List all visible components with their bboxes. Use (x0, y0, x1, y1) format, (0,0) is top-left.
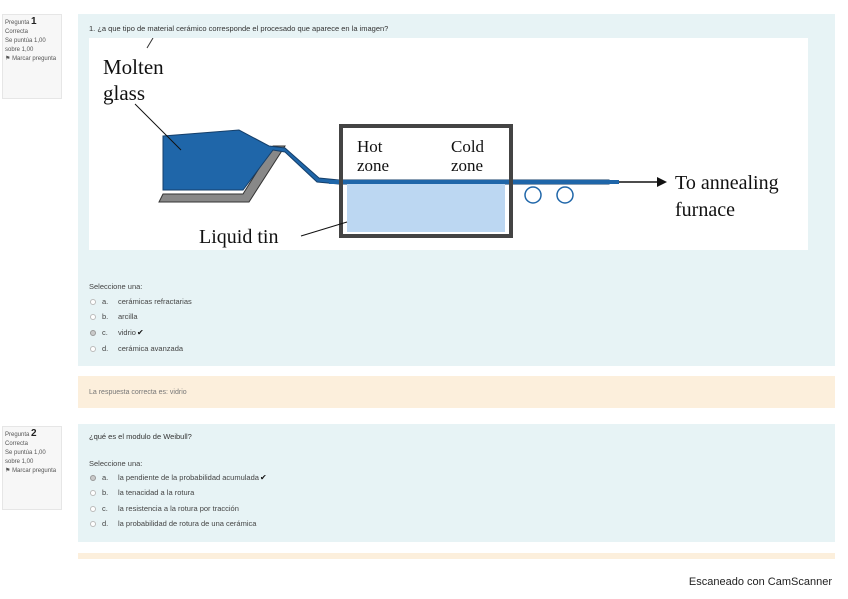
question-2-prompt: Seleccione una: (89, 459, 143, 468)
question-2-text: ¿qué es el modulo de Weibull? (89, 432, 192, 441)
pointer-tin (300, 221, 348, 237)
label-molten: Molten (103, 55, 164, 79)
annealing-arrow-head (657, 177, 667, 187)
option-letter: c. (102, 504, 108, 513)
question-2-feedback (78, 553, 835, 559)
label-cold-zone: zone (451, 156, 483, 175)
option-letter: b. (102, 488, 109, 497)
question-score: Se puntúa 1,00 (5, 38, 46, 44)
question-status: Correcta (5, 29, 29, 35)
label-liquid-tin: Liquid tin (199, 226, 278, 248)
option-text: arcilla (118, 312, 138, 321)
q2-option-d[interactable]: d. la probabilidad de rotura de una cerám… (90, 518, 256, 530)
question-score-max: sobre 1,00 (5, 459, 34, 465)
question-label: Pregunta (5, 20, 30, 26)
question-2-panel (78, 424, 835, 542)
label-cold: Cold (451, 137, 485, 156)
question-number: Pregunta 1 (5, 16, 59, 27)
glass-ribbon (329, 180, 619, 184)
radio-button[interactable] (90, 299, 96, 306)
question-1-info: Pregunta 1 Correcta Se puntúa 1,00 sobre… (2, 14, 62, 99)
roller-1 (524, 186, 542, 204)
option-letter: d. (102, 519, 109, 528)
option-letter: a. (102, 473, 109, 482)
float-glass-diagram: Molten glass Hot zone Cold zone To annea… (103, 37, 779, 248)
roller-2 (556, 186, 574, 204)
question-number-value: 2 (31, 428, 37, 439)
radio-button[interactable] (90, 314, 96, 321)
radio-button[interactable] (90, 506, 96, 513)
label-hot-zone: zone (357, 156, 389, 175)
scanner-watermark: Escaneado con CamScanner (688, 576, 832, 588)
option-text: la pendiente de la probabilidad acumulad… (118, 473, 259, 482)
pointer-top (146, 37, 154, 49)
radio-button[interactable] (90, 490, 96, 497)
float-bath-frame (339, 124, 513, 238)
label-furnace: furnace (675, 199, 735, 221)
radio-button-selected[interactable] (90, 475, 96, 482)
radio-button[interactable] (90, 346, 96, 353)
label-glass: glass (103, 81, 145, 105)
option-text: cerámica avanzada (118, 344, 184, 353)
option-text: vidrio (118, 328, 136, 337)
label-hot: Hot (357, 137, 383, 156)
flag-label: Marcar pregunta (12, 468, 57, 474)
question-1-figure: Molten glass Hot zone Cold zone To annea… (89, 37, 808, 250)
q2-option-c[interactable]: c. la resistencia a la rotura por tracció… (90, 503, 239, 515)
q1-option-c[interactable]: c. vidrio✔ (90, 327, 144, 339)
q1-option-d[interactable]: d. cerámica avanzada (90, 343, 183, 355)
question-label: Pregunta (5, 432, 30, 438)
liquid-tin-bath (347, 184, 505, 232)
question-1-feedback: La respuesta correcta es: vidrio (78, 376, 835, 408)
question-score-max: sobre 1,00 (5, 47, 34, 53)
option-letter: a. (102, 297, 109, 306)
radio-button[interactable] (90, 521, 96, 528)
question-number-value: 1 (31, 16, 37, 27)
q1-option-b[interactable]: b. arcilla (90, 311, 138, 323)
question-status: Correcta (5, 441, 29, 447)
option-text: la probabilidad de rotura de una cerámic… (118, 519, 257, 528)
option-letter: c. (102, 328, 108, 337)
question-2-info: Pregunta 2 Correcta Se puntúa 1,00 sobre… (2, 426, 62, 510)
q2-option-a[interactable]: a. la pendiente de la probabilidad acumul… (90, 472, 267, 484)
question-number: Pregunta 2 (5, 428, 59, 439)
correct-answer-text: La respuesta correcta es: vidrio (89, 389, 187, 396)
check-icon: ✔ (136, 328, 144, 337)
question-1-text: 1. ¿a que tipo de material cerámico corr… (89, 24, 389, 33)
pointer-molten (134, 103, 182, 151)
question-1-prompt: Seleccione una: (89, 282, 143, 291)
option-text: la resistencia a la rotura por tracción (118, 504, 239, 513)
label-annealing: To annealing (675, 172, 779, 194)
option-letter: b. (102, 312, 109, 321)
option-letter: d. (102, 344, 109, 353)
radio-button-selected[interactable] (90, 330, 96, 337)
q1-option-a[interactable]: a. cerámicas refractarias (90, 296, 192, 308)
option-text: la tenacidad a la rotura (118, 488, 195, 497)
flag-icon: ⚑ (5, 56, 11, 62)
flag-icon: ⚑ (5, 468, 11, 474)
flag-question-link[interactable]: ⚑ Marcar pregunta (5, 55, 59, 63)
question-score: Se puntúa 1,00 (5, 450, 46, 456)
check-icon: ✔ (259, 473, 267, 482)
q2-option-b[interactable]: b. la tenacidad a la rotura (90, 487, 194, 499)
flag-label: Marcar pregunta (12, 56, 57, 62)
option-text: cerámicas refractarias (118, 297, 192, 306)
flag-question-link[interactable]: ⚑ Marcar pregunta (5, 467, 59, 475)
